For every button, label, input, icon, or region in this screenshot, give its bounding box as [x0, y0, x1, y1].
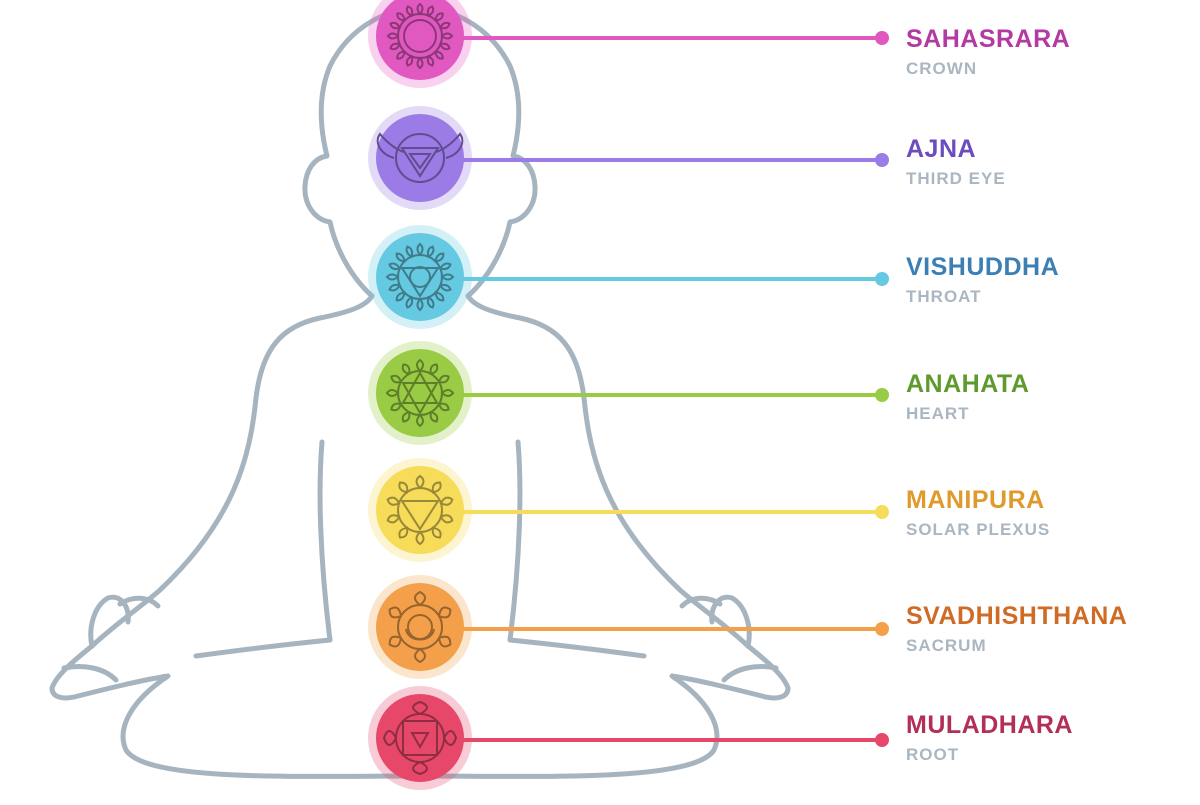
chakra-sublabel: SOLAR PLEXUS — [906, 520, 1051, 539]
body-outline-stroke — [679, 595, 723, 609]
chakra-name: MANIPURA — [906, 486, 1045, 514]
connector-dot — [875, 733, 889, 747]
connector-dot — [875, 505, 889, 519]
connector-lines — [420, 31, 889, 747]
chakra-label-vishuddha: VISHUDDHA THROAT — [906, 252, 1059, 308]
chakra-label-sahasrara: SAHASRARA CROWN — [906, 24, 1070, 80]
chakra-sublabel: THROAT — [906, 287, 982, 306]
chakra-sublabel: HEART — [906, 404, 970, 423]
chakra-label-manipura: MANIPURA SOLAR PLEXUS — [906, 485, 1050, 541]
body-outline-stroke — [317, 439, 333, 643]
connector-dot — [875, 31, 889, 45]
body-outline-stroke — [88, 594, 131, 649]
chakra-sublabel: ROOT — [906, 745, 960, 764]
body-outline-stroke — [61, 664, 119, 683]
chakra-name: SAHASRARA — [906, 25, 1071, 53]
chakra-name: VISHUDDHA — [906, 253, 1060, 281]
chakra-name: SVADHISHTHANA — [906, 602, 1128, 630]
connector-dot — [875, 153, 889, 167]
body-outline-stroke — [721, 664, 779, 683]
chakra-name: AJNA — [906, 135, 977, 163]
chakra-label-muladhara: MULADHARA ROOT — [906, 710, 1073, 766]
body-outline-stroke — [193, 637, 333, 659]
solar-plexus-triangle-icon — [368, 458, 472, 562]
connector-dot — [875, 272, 889, 286]
chakra-label-anahata: ANAHATA HEART — [906, 369, 1029, 425]
root-square-icon — [368, 686, 472, 790]
heart-hexagram-icon — [368, 341, 472, 445]
chakra-label-svadhishthana: SVADHISHTHANA SACRUM — [906, 601, 1127, 657]
throat-lotus-circle-icon — [368, 225, 472, 329]
chakra-name: ANAHATA — [906, 370, 1030, 398]
body-outline-stroke — [117, 595, 161, 609]
body-outline-stroke — [507, 439, 523, 643]
connector-dot — [875, 622, 889, 636]
chakra-sublabel: SACRUM — [906, 636, 987, 655]
thousand-petal-lotus-icon — [368, 0, 472, 88]
third-eye-triangle-icon — [368, 106, 472, 210]
meditating-body-outline — [49, 5, 791, 779]
body-outline-stroke — [507, 637, 647, 659]
sacral-crescent-icon — [368, 575, 472, 679]
connector-dot — [875, 388, 889, 402]
chakra-name: MULADHARA — [906, 711, 1073, 739]
chakra-label-ajna: AJNA THIRD EYE — [906, 134, 1006, 190]
chakra-sublabel: CROWN — [906, 59, 978, 78]
chakra-symbols — [368, 0, 472, 790]
chakra-sublabel: THIRD EYE — [906, 169, 1006, 188]
